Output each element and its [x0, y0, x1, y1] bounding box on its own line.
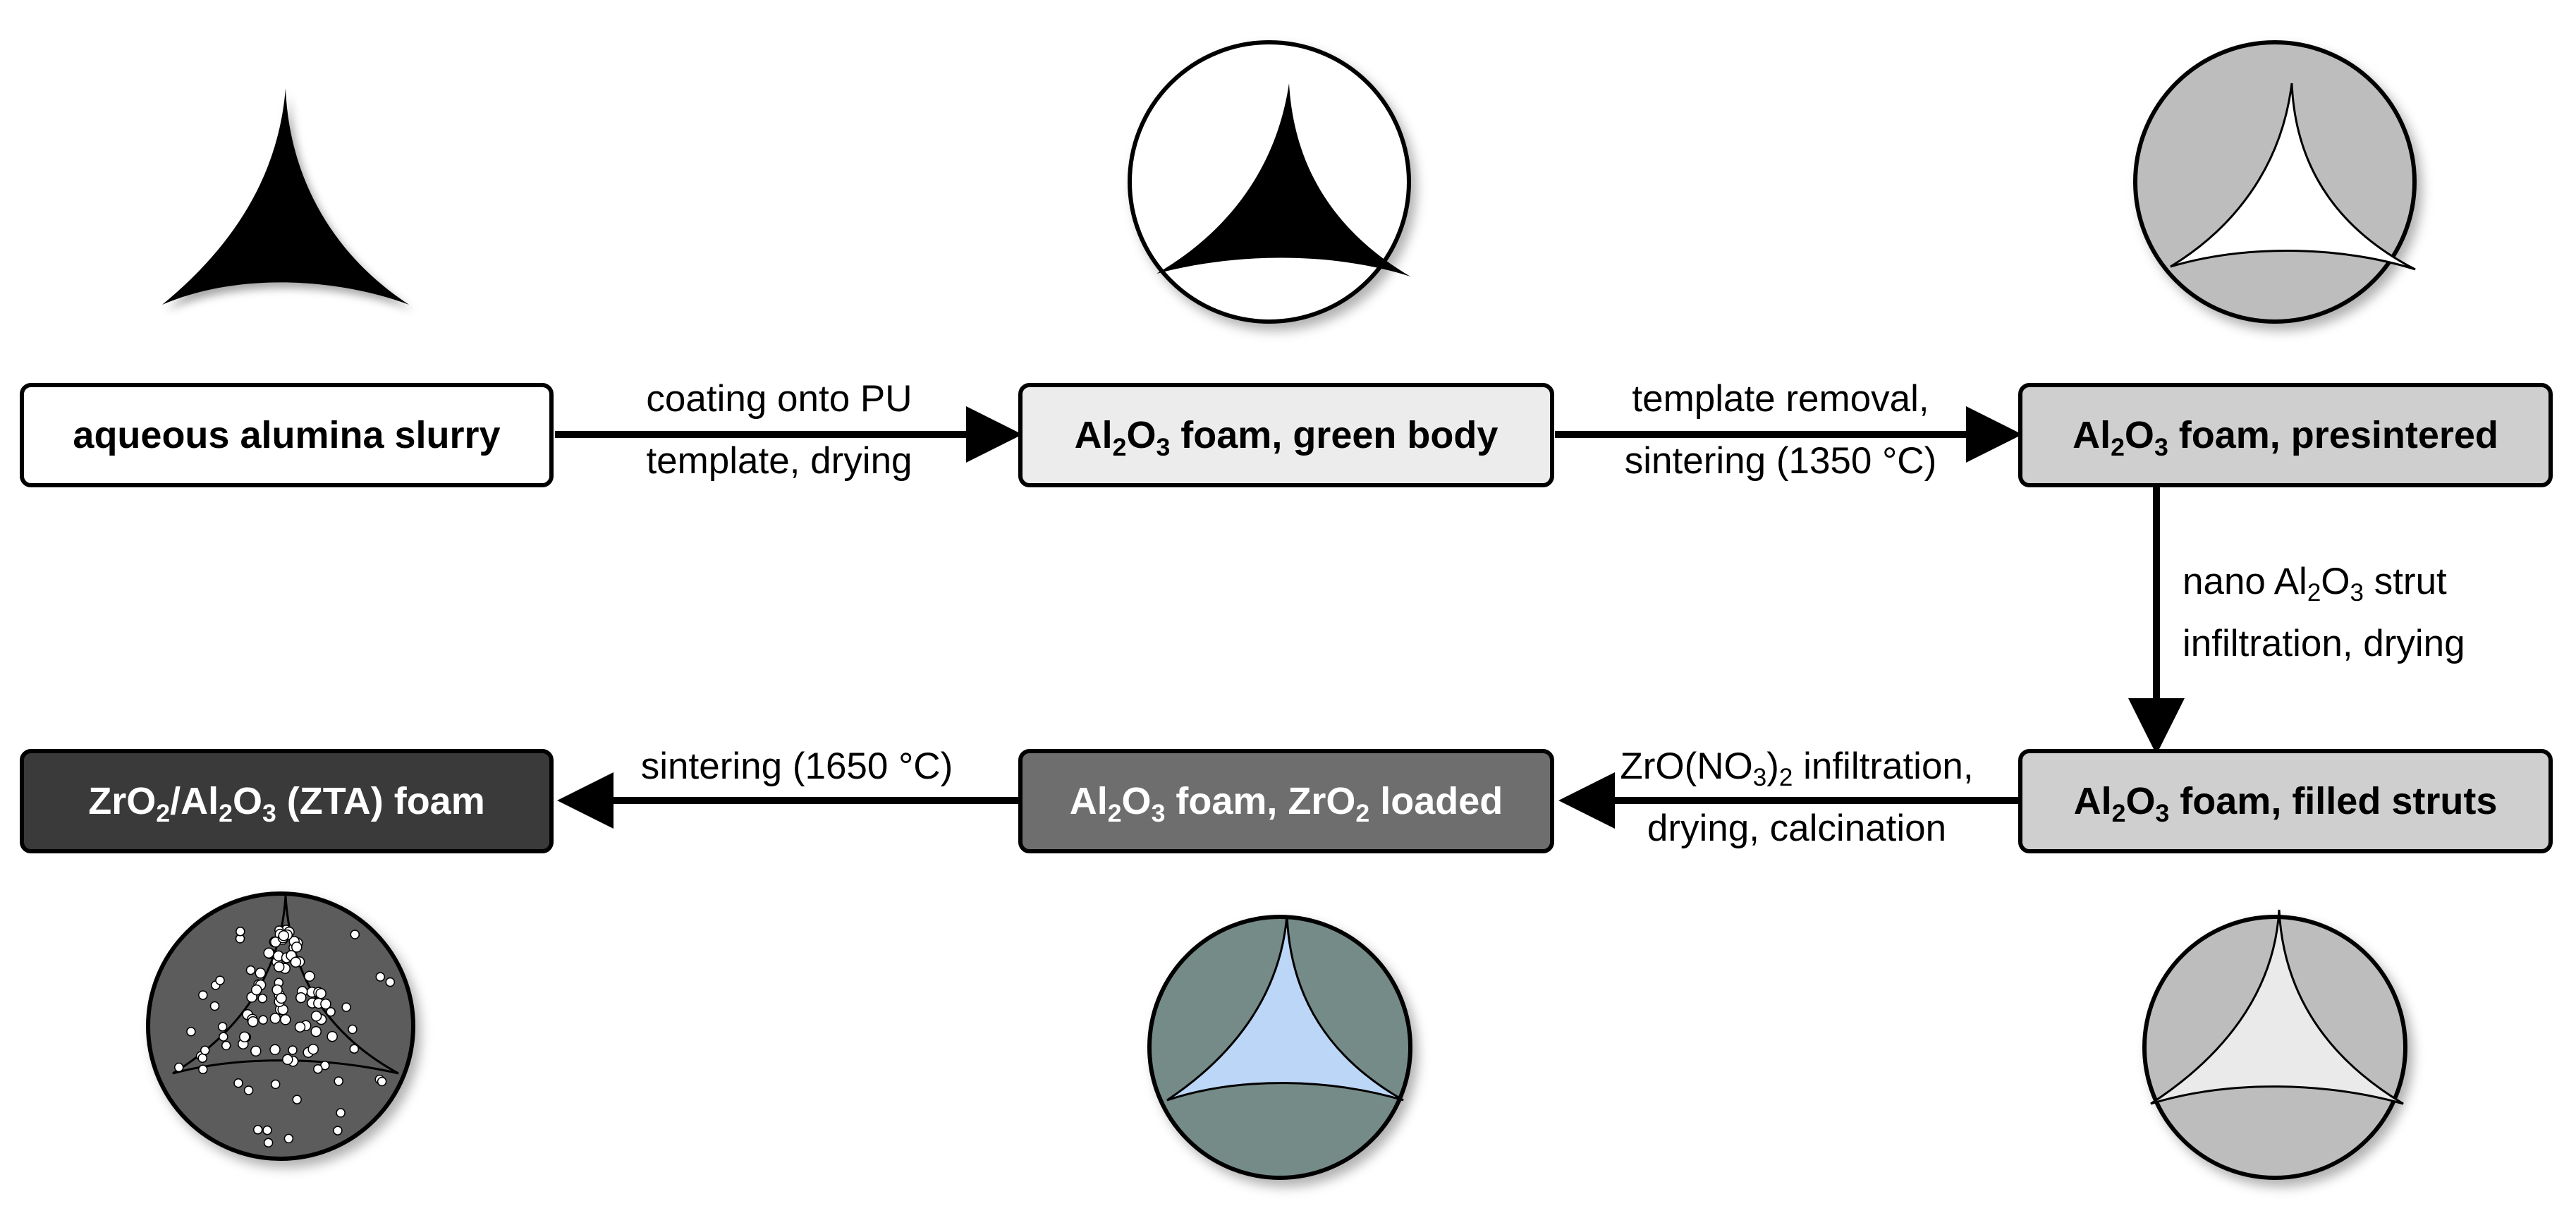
zirconia-particle — [252, 1125, 263, 1135]
box-filled-struts: Al2O3 foam, filled struts — [2018, 749, 2553, 853]
zirconia-particle — [243, 1085, 254, 1095]
zirconia-particle — [334, 1076, 343, 1086]
zirconia-particle — [236, 926, 245, 937]
strut-particle — [276, 992, 287, 1004]
strut-particle — [291, 942, 303, 953]
step-coating-label: coating onto PU template, drying — [646, 378, 912, 482]
strut-particle — [315, 987, 326, 999]
zirconia-particle — [217, 1022, 228, 1032]
strut-particle — [307, 1043, 319, 1055]
zirconia-particle — [173, 1062, 184, 1073]
strut-particle — [320, 998, 331, 1010]
step-nano-infiltration-label: nano Al2O3 strut infiltration, drying — [2183, 561, 2465, 664]
zirconia-particle — [385, 977, 396, 987]
zirconia-particle — [219, 1032, 228, 1042]
strut-particle — [304, 970, 315, 982]
zirconia-particle — [348, 1024, 358, 1035]
strut-particle — [263, 947, 274, 959]
zirconia-particle — [350, 930, 360, 939]
zirconia-particle — [326, 1006, 336, 1017]
step-template-removal-label: template removal, sintering (1350 °C) — [1624, 378, 1937, 482]
box-zta-foam: ZrO2/Al2O3 (ZTA) foam — [20, 749, 554, 853]
zirconia-particle — [233, 1078, 243, 1088]
step-sintering-1650-label: sintering (1650 °C) — [640, 745, 953, 787]
zirconia-particle — [375, 972, 386, 982]
zirconia-particle — [313, 1064, 323, 1074]
strut-particle — [278, 930, 290, 942]
zirconia-particle — [257, 993, 267, 1004]
box-slurry-label: aqueous alumina slurry — [73, 414, 501, 456]
zirconia-particle — [215, 975, 225, 985]
zirconia-particle — [292, 1095, 302, 1104]
strut-particle — [255, 968, 267, 979]
box-zta-foam-label: ZrO2/Al2O3 (ZTA) foam — [88, 780, 485, 827]
zirconia-particle — [200, 1045, 210, 1056]
presintered-hollow-strut-icon — [2170, 83, 2416, 271]
strut-particle — [290, 956, 302, 968]
zirconia-particle — [263, 1138, 274, 1148]
strut-particle — [269, 1013, 281, 1024]
green-body-strut-icon — [1156, 83, 1410, 276]
zirconia-particle — [221, 1040, 231, 1051]
zirconia-particle — [198, 1064, 208, 1075]
zro2-loaded-strut-icon — [1166, 915, 1404, 1102]
zirconia-particle — [198, 990, 208, 1000]
zirconia-particle — [341, 1002, 351, 1012]
strut-particle — [310, 1010, 322, 1022]
box-presintered: Al2O3 foam, presintered — [2018, 383, 2553, 487]
zirconia-particle — [197, 1053, 207, 1064]
box-zro2-loaded-label: Al2O3 foam, ZrO2 loaded — [1069, 780, 1503, 827]
zirconia-particle — [270, 1079, 281, 1090]
strut-particle — [247, 1016, 259, 1028]
strut-particle — [280, 1014, 291, 1025]
zirconia-particle — [336, 1108, 346, 1118]
box-filled-struts-label: Al2O3 foam, filled struts — [2073, 780, 2498, 827]
zirconia-particle — [288, 1045, 298, 1055]
zirconia-particle — [258, 1015, 268, 1025]
strut-particle — [250, 984, 262, 996]
pu-template-strut-icon — [162, 88, 409, 305]
zirconia-particle — [377, 1076, 387, 1087]
strut-particle — [239, 1031, 250, 1042]
filled-strut-icon — [2150, 909, 2404, 1105]
zirconia-particle — [349, 1044, 360, 1054]
step-zro-infiltration-label: ZrO(NO3)2 infiltration, drying, calcinat… — [1620, 745, 1974, 849]
box-presintered-label: Al2O3 foam, presintered — [2073, 414, 2498, 461]
strut-particle — [282, 1054, 293, 1066]
zirconia-particle — [186, 1026, 196, 1037]
box-green-body: Al2O3 foam, green body — [1018, 383, 1554, 487]
zirconia-particle — [262, 1125, 272, 1135]
strut-particle — [250, 1045, 262, 1057]
box-aqueous-alumina-slurry: aqueous alumina slurry — [20, 383, 554, 487]
strut-particle — [326, 1030, 338, 1042]
zirconia-particle — [283, 1133, 294, 1144]
strut-particle — [295, 992, 307, 1004]
strut-particle — [294, 1021, 306, 1033]
zirconia-particle — [209, 1001, 220, 1011]
strut-particle — [310, 1025, 322, 1037]
zirconia-particle — [333, 1126, 343, 1135]
strut-particle — [273, 961, 285, 973]
box-zro2-loaded: Al2O3 foam, ZrO2 loaded — [1018, 749, 1554, 853]
zirconia-particle — [245, 965, 256, 975]
box-green-body-label: Al2O3 foam, green body — [1074, 414, 1498, 461]
zirconia-particles — [173, 925, 396, 1148]
strut-particle — [269, 1044, 281, 1056]
